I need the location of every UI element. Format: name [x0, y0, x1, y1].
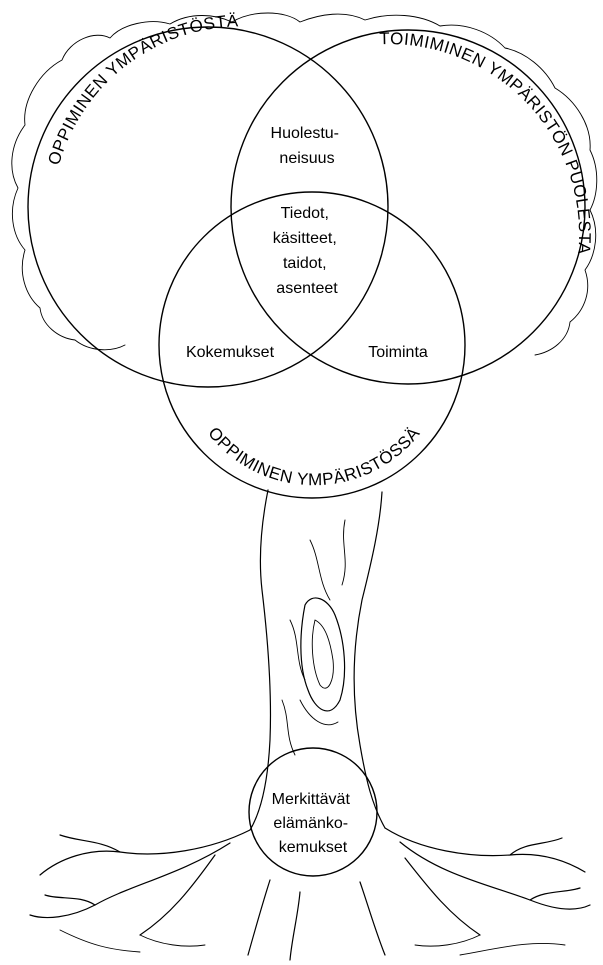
label-tiedot-kasitteet-taidot-asenteet: Tiedot, käsitteet, taidot, asenteet [273, 205, 341, 297]
tree-trunk [250, 490, 271, 830]
trunk-knot [301, 598, 345, 711]
circle-oppiminen-ymparistosta [28, 27, 388, 387]
label-oppiminen-ymparistossa: OPPIMINEN YMPÄRISTÖSSÄ [204, 423, 423, 489]
label-huolestuneisuus: Huolestu- neisuus [271, 125, 344, 167]
label-toimiminen-ympariston-puolesta: TOIMIMINEN YMPÄRISTÖN PUOLESTA [379, 29, 594, 255]
roots-circle [249, 748, 377, 876]
label-toiminta: Toiminta [368, 344, 428, 361]
label-oppiminen-ymparistosta: OPPIMINEN YMPÄRISTÖSTÄ [44, 11, 239, 167]
label-merkittavat-elamankokemukset: Merkittävät elämänko- kemukset [272, 791, 355, 856]
label-kokemukset: Kokemukset [186, 344, 275, 361]
tree-roots [40, 830, 250, 875]
